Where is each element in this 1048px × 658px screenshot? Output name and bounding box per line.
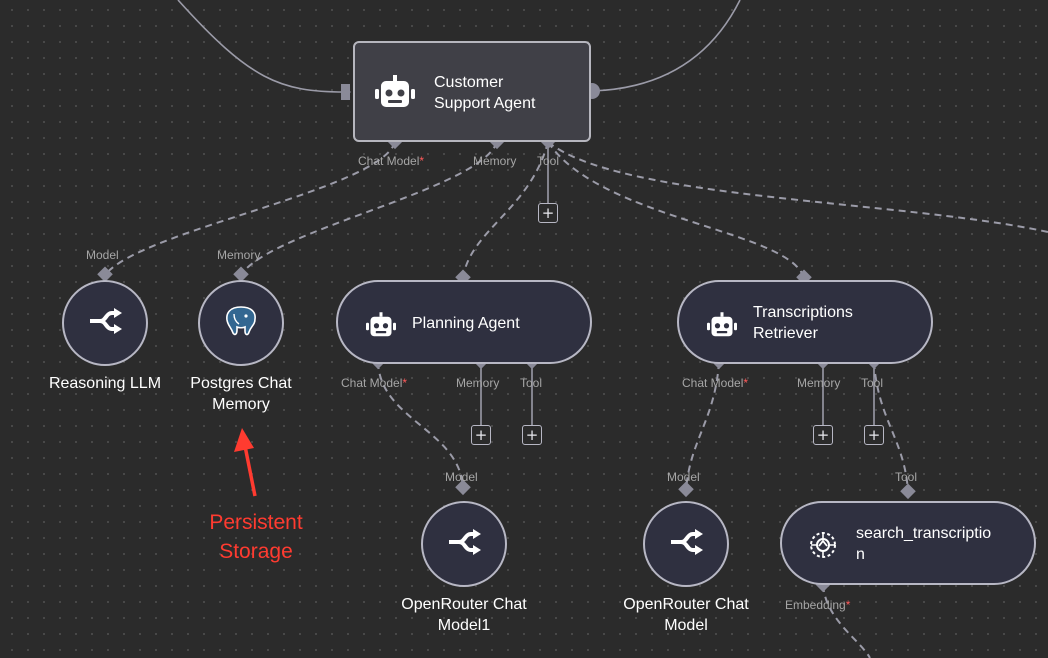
port-label-memory: Memory (473, 154, 517, 168)
reasoning-llm-label: Reasoning LLM (48, 375, 162, 392)
reasoning-llm-node[interactable] (62, 280, 148, 366)
add-memory-button[interactable]: + (471, 425, 491, 445)
node-title-line1: Customer (434, 74, 504, 91)
planning-agent-node[interactable]: Planning Agent (336, 280, 592, 364)
add-tool-button[interactable]: + (538, 203, 558, 223)
port-label-tool: Tool (861, 376, 884, 390)
node-title-line2: n (856, 546, 865, 563)
port-label-model: Model (445, 470, 478, 484)
openrouter-chat-model-node[interactable] (643, 501, 729, 587)
openrouter-chat-model-label: OpenRouter Chat Model (623, 596, 749, 634)
port-label-memory: Memory (797, 376, 841, 390)
plus-icon: + (474, 425, 488, 444)
openrouter-icon (88, 307, 122, 339)
connection-embedding[interactable] (822, 584, 871, 658)
port-label-embedding: Embedding* (785, 598, 851, 612)
port-label-memory: Memory (456, 376, 500, 390)
connection-planning-chatmodel[interactable] (377, 361, 464, 489)
plus-icon: + (525, 425, 539, 444)
annotation-arrow (234, 428, 257, 497)
node-title-line2: Support Agent (434, 95, 536, 112)
output-connection[interactable] (591, 0, 741, 92)
robot-icon (707, 312, 737, 343)
postgres-chat-memory-label: Postgres Chat Memory (190, 375, 292, 413)
plus-icon: + (867, 425, 881, 444)
node-title-line1: search_transcriptio (856, 525, 992, 542)
port-label-model: Model (86, 248, 119, 262)
robot-icon (375, 75, 415, 114)
robot-icon (366, 312, 396, 343)
connection-transcriptions-chatmodel[interactable] (685, 361, 720, 491)
postgres-chat-memory-node[interactable] (198, 280, 284, 366)
port-label-chat-model: Chat Model* (682, 376, 749, 390)
add-memory-button[interactable]: + (813, 425, 833, 445)
connection-memory-postgres[interactable] (240, 141, 498, 276)
port-label-memory-in: Memory (217, 248, 261, 262)
persistent-storage-annotation: Persistent Storage (209, 511, 303, 563)
connection-chat-model-reasoning[interactable] (104, 141, 396, 276)
postgres-elephant-icon (224, 305, 258, 342)
node-title-line2: Retriever (753, 325, 818, 342)
port-label-model: Model (667, 470, 700, 484)
add-tool-button[interactable]: + (864, 425, 884, 445)
input-connection[interactable] (177, 0, 346, 93)
connection-tool-offscreen[interactable] (547, 141, 1048, 233)
add-tool-button[interactable]: + (522, 425, 542, 445)
openrouter-chat-model1-node[interactable] (421, 501, 507, 587)
port-label-tool: Tool (895, 470, 918, 484)
openrouter-icon (447, 528, 481, 560)
port-label-tool: Tool (520, 376, 543, 390)
openrouter-chat-model1-label: OpenRouter Chat Model1 (401, 596, 527, 634)
customer-support-agent-node[interactable]: Customer Support Agent (353, 41, 591, 142)
plus-icon: + (816, 425, 830, 444)
port-label-chat-model: Chat Model* (341, 376, 408, 390)
node-title: Planning Agent (412, 315, 520, 332)
transcriptions-retriever-node[interactable]: Transcriptions Retriever (677, 280, 933, 364)
node-title-line1: Transcriptions (753, 304, 853, 321)
port-label-chat-model: Chat Model* (358, 154, 425, 168)
connection-transcriptions-tool[interactable] (873, 361, 909, 493)
plus-icon: + (541, 203, 555, 222)
vector-store-icon (808, 530, 838, 565)
connection-tool-transcriptions[interactable] (547, 141, 805, 279)
port-label-tool: Tool (537, 154, 560, 168)
openrouter-icon (669, 528, 703, 560)
connection-tool-planning[interactable] (462, 141, 549, 279)
search-transcription-node[interactable]: search_transcriptio n (780, 501, 1036, 585)
